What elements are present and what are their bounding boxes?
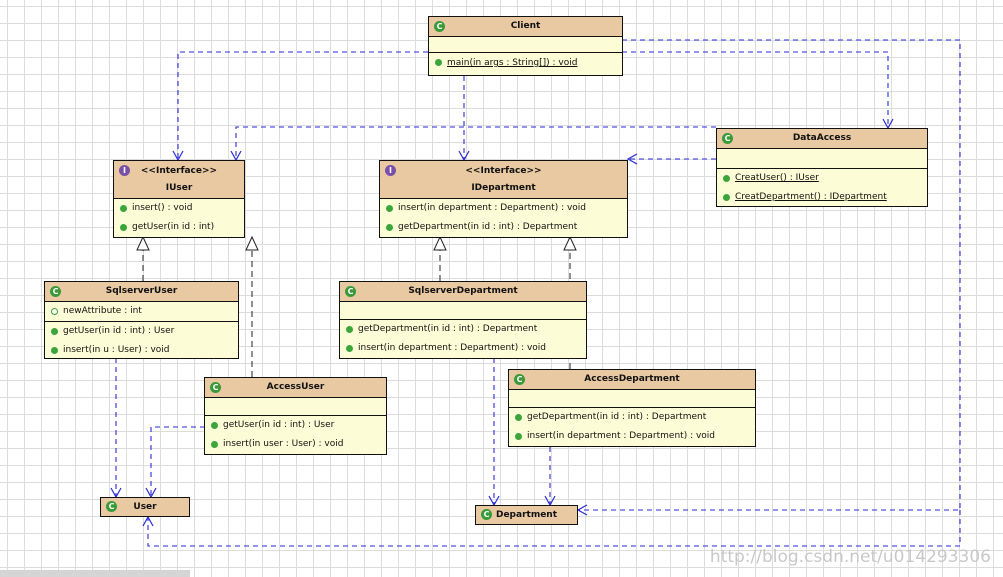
method-icon [346, 326, 353, 333]
class-sqlserverdepartment[interactable]: C SqlserverDepartment getDepartment(in i… [339, 281, 587, 359]
class-icon: C [50, 286, 61, 297]
operation: getDepartment(in id : int) : Department [340, 320, 586, 339]
method-icon [346, 345, 353, 352]
operation: insert(in department : Department) : voi… [509, 427, 755, 446]
operation: getUser(in id : int) : User [45, 322, 238, 341]
interface-header: I <<Interface>> IDepartment [380, 161, 627, 199]
interface-icon: I [119, 165, 130, 176]
method-icon [386, 224, 393, 231]
method-icon [51, 347, 58, 354]
operations-section: insert(in department : Department) : voi… [380, 199, 627, 237]
class-accessdepartment[interactable]: C AccessDepartment getDepartment(in id :… [508, 369, 756, 447]
dep-client-iuser [172, 51, 428, 162]
method-icon [51, 328, 58, 335]
method-icon [120, 205, 127, 212]
class-dataaccess[interactable]: C DataAccess CreatUser() : IUser CreatDe… [716, 128, 928, 207]
class-sqlserveruser[interactable]: C SqlserverUser newAttribute : int getUs… [44, 281, 239, 359]
class-icon: C [106, 501, 117, 512]
class-icon: C [514, 374, 525, 385]
class-icon: C [481, 509, 492, 520]
operation: CreatUser() : IUser [717, 169, 927, 188]
class-header: C DataAccess [717, 129, 927, 149]
dep-accessuser-user [145, 426, 205, 499]
operation: getDepartment(in id : int) : Department [509, 408, 755, 427]
dep-dataaccess-iuser [230, 126, 716, 162]
attribute: newAttribute : int [45, 302, 238, 321]
attributes-section [429, 37, 622, 53]
stereotype: <<Interface>> [465, 166, 542, 176]
class-name: SqlserverUser [105, 286, 178, 296]
method-icon [515, 414, 522, 421]
interface-header: I <<Interface>> IUser [114, 161, 244, 199]
stereotype: <<Interface>> [140, 166, 218, 176]
operations-section: insert() : void getUser(in id : int) [114, 199, 244, 237]
operations-section: getUser(in id : int) : User insert(in u … [45, 322, 238, 360]
operations-section: main(in args : String[]) : void [429, 53, 622, 74]
operation: insert(in department : Department) : voi… [340, 339, 586, 358]
method-icon [435, 59, 442, 66]
interface-name: IDepartment [471, 183, 536, 193]
operations-section: getDepartment(in id : int) : Department … [509, 408, 755, 446]
interface-idepartment[interactable]: I <<Interface>> IDepartment insert(in de… [379, 160, 628, 238]
class-user[interactable]: C User [100, 497, 190, 517]
attributes-section [205, 398, 386, 416]
interface-iuser[interactable]: I <<Interface>> IUser insert() : void ge… [113, 160, 245, 238]
class-header: C User [101, 498, 189, 516]
attribute-icon [51, 308, 58, 315]
operations-section: getDepartment(in id : int) : Department … [340, 320, 586, 358]
class-name: SqlserverDepartment [408, 286, 518, 296]
operations-section: getUser(in id : int) : User insert(in us… [205, 416, 386, 454]
class-icon: C [210, 382, 221, 393]
class-header: C SqlserverUser [45, 282, 238, 302]
class-icon: C [722, 133, 733, 144]
attributes-section: newAttribute : int [45, 302, 238, 322]
method-icon [211, 422, 218, 429]
interface-name: IUser [165, 183, 193, 193]
class-icon: C [345, 286, 356, 297]
class-header: C Client [429, 17, 622, 37]
class-name: AccessDepartment [584, 374, 680, 384]
interface-icon: I [385, 165, 396, 176]
class-header: C AccessDepartment [509, 370, 755, 390]
method-icon [386, 205, 393, 212]
operation: getDepartment(in id : int) : Department [380, 218, 627, 237]
class-accessuser[interactable]: C AccessUser getUser(in id : int) : User… [204, 377, 387, 455]
method-icon [211, 441, 218, 448]
dep-client-user [142, 510, 961, 547]
method-icon [515, 433, 522, 440]
dep-client-dataaccess [622, 51, 894, 130]
class-name: Client [510, 21, 541, 31]
class-header: C SqlserverDepartment [340, 282, 586, 302]
operation: insert(in user : User) : void [205, 435, 386, 454]
class-name: AccessUser [266, 382, 325, 392]
operations-section: CreatUser() : IUser CreatDepartment() : … [717, 169, 927, 207]
class-name: Department [495, 510, 558, 520]
dep-client-department [576, 39, 961, 516]
horizontal-scrollbar[interactable] [0, 570, 190, 577]
method-icon [120, 224, 127, 231]
class-name: DataAccess [792, 133, 852, 143]
operation: getUser(in id : int) [114, 218, 244, 237]
class-name: User [133, 502, 157, 512]
operation: insert() : void [114, 199, 244, 218]
attributes-section [717, 149, 927, 169]
method-icon [723, 175, 730, 182]
operation: main(in args : String[]) : void [429, 53, 622, 74]
class-icon: C [434, 21, 445, 32]
method-icon [723, 194, 730, 201]
operation: insert(in department : Department) : voi… [380, 199, 627, 218]
operation: CreatDepartment() : IDepartment [717, 188, 927, 207]
watermark: http://blog.csdn.net/u014293306 [709, 547, 991, 567]
attributes-section [509, 390, 755, 408]
class-header: C Department [476, 506, 577, 524]
operation: getUser(in id : int) : User [205, 416, 386, 435]
class-client[interactable]: C Client main(in args : String[]) : void [428, 16, 623, 76]
attributes-section [340, 302, 586, 320]
class-header: C AccessUser [205, 378, 386, 398]
class-department[interactable]: C Department [475, 505, 578, 525]
operation: insert(in u : User) : void [45, 341, 238, 360]
